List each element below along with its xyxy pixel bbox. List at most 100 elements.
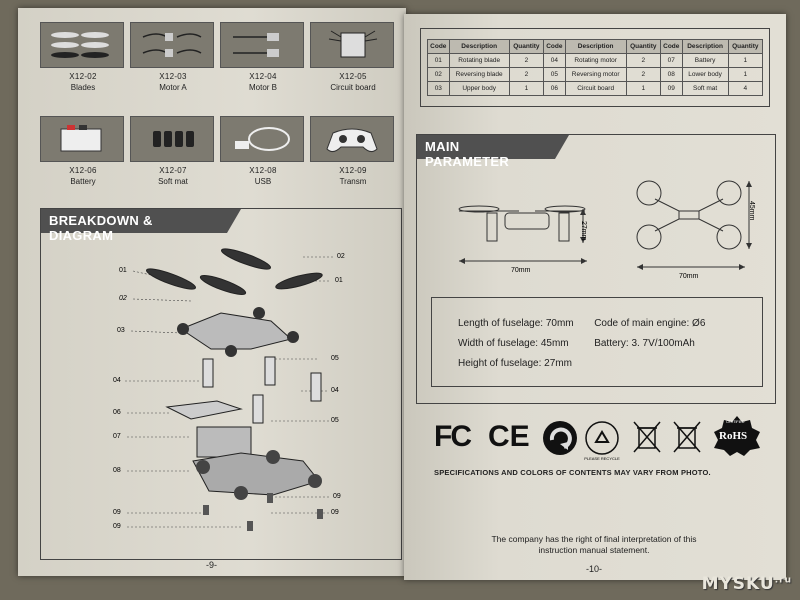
part-code: X12-03	[159, 72, 187, 81]
table-cell: 1	[625, 81, 661, 96]
left-page: X12-02 Blades X12-03 Motor A X12-04 Moto…	[18, 8, 406, 576]
diagram-label: 07	[113, 433, 121, 440]
table-header: Code	[427, 39, 450, 54]
table-cell: Battery	[681, 53, 729, 68]
spec-engine: Code of main engine: Ø6	[594, 318, 706, 329]
part-circuit-board: X12-05 Circuit board	[310, 22, 396, 92]
certification-logos: FC CE PLEASE RECYCLE RoHS CERTIFIED	[434, 414, 764, 464]
part-code: X12-02	[69, 72, 97, 81]
table-cell: 03	[427, 81, 450, 96]
part-code: X12-08	[249, 166, 277, 175]
table-cell: 1	[727, 53, 764, 68]
table-cell: Reversing blade	[448, 67, 510, 82]
rohs-seal-icon	[714, 416, 760, 456]
circuit-board-icon	[310, 22, 394, 68]
table-header: Description	[681, 39, 729, 54]
part-name: Soft mat	[158, 177, 188, 186]
table-cell: 01	[427, 53, 450, 68]
spec-row: Height of fuselage: 27mm	[458, 358, 762, 378]
table-cell: 05	[543, 67, 566, 82]
diagram-label: 05	[331, 355, 339, 362]
main-parameter-title: MAIN PARAMETER	[417, 135, 569, 169]
front-height-label: 27mm	[580, 221, 587, 241]
spec-length: Length of fuselage: 70mm	[458, 318, 574, 329]
usb-cable-icon	[220, 116, 304, 162]
main-parameter-box: MAIN PARAMETER	[416, 134, 776, 404]
spec-width: Width of fuselage: 45mm	[458, 338, 569, 349]
crossed-bin-icon	[633, 421, 661, 453]
diagram-label: 09	[331, 509, 339, 516]
table-cell: 2	[508, 67, 545, 82]
part-name: Motor A	[159, 83, 187, 92]
part-usb: X12-08 USB	[220, 116, 306, 186]
specifications-box: Length of fuselage: 70mm Code of main en…	[431, 297, 763, 387]
table-cell: 04	[543, 53, 566, 68]
diagram-label: 02	[337, 253, 345, 260]
table-cell: 09	[659, 81, 683, 96]
diagram-label: 01	[335, 277, 343, 284]
table-cell: 02	[427, 67, 450, 82]
page-number-right: -10-	[586, 564, 603, 574]
diagram-label: 03	[117, 327, 125, 334]
rohs-certified-label: CERTIFIED	[726, 420, 745, 424]
part-motor-a: X12-03 Motor A	[130, 22, 216, 92]
diagram-label: 04	[113, 377, 121, 384]
part-battery: X12-06 Battery	[40, 116, 126, 186]
battery-icon	[40, 116, 124, 162]
table-cell: 08	[659, 67, 683, 82]
part-transmitter: X12-09 Transm	[310, 116, 396, 186]
ce-logo: CE	[488, 420, 530, 453]
table-header: Quantity	[508, 39, 545, 54]
table-cell: Upper body	[448, 81, 510, 96]
motor-icon	[220, 22, 304, 68]
part-code: X12-04	[249, 72, 277, 81]
please-recycle-label: PLEASE RECYCLE	[584, 456, 620, 461]
table-cell: Reversing motor	[564, 67, 627, 82]
watermark: MYSKU.ru	[702, 574, 792, 594]
diagram-label: 09	[333, 493, 341, 500]
table-cell: 2	[508, 53, 545, 68]
table-header: Code	[543, 39, 566, 54]
diagram-label: 09	[113, 509, 121, 516]
spec-row: Length of fuselage: 70mm Code of main en…	[458, 318, 762, 338]
table-header: Quantity	[727, 39, 764, 54]
please-recycle-icon	[585, 421, 619, 455]
crossed-bin-icon	[673, 421, 701, 453]
table-header: Description	[448, 39, 510, 54]
watermark-domain: .ru	[774, 575, 792, 586]
part-name: Motor B	[248, 83, 277, 92]
breakdown-title: BREAKDOWN & DIAGRAM	[41, 209, 241, 243]
exploded-diagram	[125, 248, 335, 531]
spec-battery: Battery: 3. 7V/100mAh	[594, 338, 695, 349]
table-cell: Rotating motor	[564, 53, 627, 68]
part-name: Battery	[70, 177, 96, 186]
part-code: X12-07	[159, 166, 187, 175]
part-name: Circuit board	[330, 83, 376, 92]
part-blades: X12-02 Blades	[40, 22, 126, 92]
diagram-label: 04	[331, 387, 339, 394]
table-header-row: Code Description Quantity Code Descripti…	[427, 39, 764, 54]
parts-code-table: Code Description Quantity Code Descripti…	[420, 28, 770, 107]
part-code: X12-06	[69, 166, 97, 175]
part-name: USB	[254, 177, 272, 186]
recycling-arrow-icon	[543, 421, 577, 455]
transmitter-icon	[310, 116, 394, 162]
diagram-label: 02	[119, 295, 127, 302]
page-number-left: -9-	[206, 560, 217, 570]
table-row: 01 Rotating blade 2 04 Rotating motor 2 …	[427, 53, 764, 68]
part-motor-b: X12-04 Motor B	[220, 22, 306, 92]
rohs-label: RoHS	[719, 430, 748, 442]
table-cell: Rotating blade	[448, 53, 510, 68]
table-row: 02 Reversing blade 2 05 Reversing motor …	[427, 67, 764, 82]
diagram-label: 05	[331, 417, 339, 424]
diagram-label: 09	[113, 523, 121, 530]
top-width-label: 70mm	[679, 273, 699, 280]
table-header: Description	[564, 39, 627, 54]
right-page: Code Description Quantity Code Descripti…	[404, 14, 786, 580]
company-note: The company has the right of final inter…	[491, 534, 697, 555]
top-height-label: 45mm	[748, 201, 755, 221]
blades-icon	[40, 22, 124, 68]
table-cell: 4	[727, 81, 764, 96]
table-row: 03 Upper body 1 06 Circuit board 1 09 So…	[427, 81, 764, 96]
fcc-logo: FC	[434, 420, 472, 453]
